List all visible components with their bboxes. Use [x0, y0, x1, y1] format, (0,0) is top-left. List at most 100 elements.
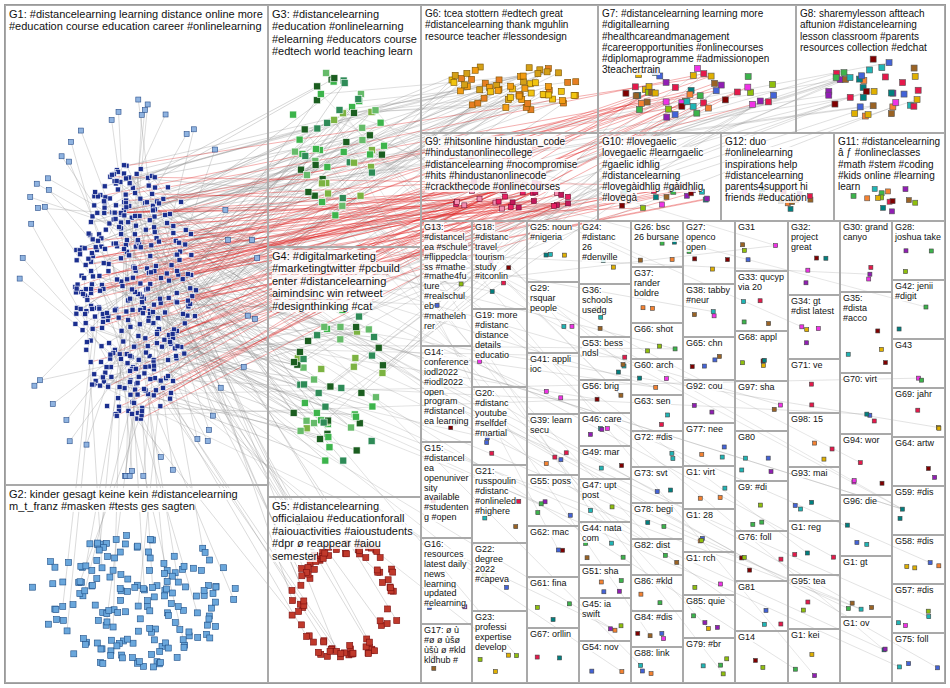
small-group-box: G36: schools usedg	[579, 284, 631, 337]
vertex-square	[122, 386, 127, 391]
small-group-box: G22: degree 2022 #capeva	[472, 543, 527, 611]
vertex-square	[143, 350, 148, 355]
vertex-square	[639, 592, 643, 596]
vertex-square	[865, 412, 869, 416]
vertex-edge	[140, 102, 647, 248]
vertex-square	[325, 434, 332, 441]
vertex-edge	[119, 112, 128, 290]
vertex-square	[767, 322, 771, 326]
group-label: G64: artw	[895, 438, 934, 448]
vertex-square	[90, 214, 95, 219]
vertex-square	[141, 474, 146, 479]
vertex-square	[181, 563, 187, 569]
group-label: G71: ve	[791, 360, 823, 370]
small-group-box: G63: sen	[631, 395, 683, 431]
vertex-square	[143, 364, 148, 369]
vertex-square	[319, 198, 326, 205]
vertex-square	[67, 439, 72, 444]
vertex-square	[147, 555, 153, 561]
vertex-square	[151, 664, 157, 670]
group-label: G26: bsc 26 bursane	[634, 222, 679, 242]
small-group-box: G1: rch	[683, 552, 735, 595]
vertex-square	[190, 565, 196, 571]
group-label: G14	[738, 632, 755, 642]
vertex-square	[297, 427, 304, 434]
vertex-square	[801, 608, 805, 612]
vertex-square	[145, 549, 151, 555]
vertex-square	[138, 196, 143, 201]
group-label: G1: #distancelearning learning distance …	[9, 8, 263, 32]
vertex-square	[897, 327, 901, 331]
vertex-square	[95, 194, 100, 199]
vertex-square	[381, 142, 388, 149]
group-label: G3: #distancelearning #education #online…	[272, 8, 417, 57]
vertex-square	[684, 99, 690, 105]
vertex-square	[84, 442, 89, 447]
vertex-square	[710, 410, 714, 414]
vertex-square	[719, 582, 723, 586]
vertex-square	[185, 298, 190, 303]
vertex-square	[636, 631, 640, 635]
vertex-square	[159, 276, 164, 281]
vertex-edge	[146, 353, 622, 672]
vertex-square	[774, 244, 778, 248]
vertex-square	[531, 199, 536, 204]
small-group-box: G39: learn secu	[527, 414, 579, 475]
vertex-square	[508, 205, 513, 210]
group-label: G14: conference iodl2022 #iodl2022 open …	[424, 347, 469, 426]
vertex-square	[95, 617, 101, 623]
vertex-square	[816, 327, 820, 331]
vertex-square	[832, 101, 838, 107]
group-label: G68: appl	[738, 332, 777, 342]
g2-cluster	[30, 533, 239, 670]
vertex-square	[595, 397, 599, 401]
group-label: G22: degree 2022 #capeva	[475, 544, 509, 584]
vertex-square	[562, 325, 566, 329]
vertex-square	[310, 639, 316, 645]
vertex-square	[666, 413, 670, 417]
group-label: G69: jahr	[895, 389, 932, 399]
small-group-box: G44: nata com	[579, 522, 631, 565]
group-label: G9: #hitsonline hindustan_code #hindusta…	[425, 136, 577, 192]
group-label: G1: 28	[686, 510, 713, 520]
vertex-square	[507, 94, 513, 100]
vertex-square	[154, 341, 159, 346]
vertex-square	[599, 466, 603, 470]
vertex-square	[331, 75, 338, 82]
vertex-square	[368, 169, 375, 176]
vertex-square	[359, 124, 366, 131]
vertex-square	[826, 92, 832, 98]
group-label: G43	[895, 340, 912, 350]
vertex-square	[174, 353, 179, 358]
vertex-edge	[63, 317, 95, 607]
vertex-square	[568, 513, 572, 517]
vertex-square	[89, 286, 94, 291]
vertex-square	[102, 210, 107, 215]
vertex-square	[210, 591, 216, 597]
small-group-box: G81	[735, 581, 788, 631]
vertex-square	[117, 352, 122, 357]
vertex-square	[889, 209, 894, 214]
small-group-box: G18: #distanc travel tourism study #itco…	[472, 221, 527, 309]
vertex-square	[124, 205, 129, 210]
vertex-square	[104, 310, 109, 315]
vertex-square	[703, 621, 707, 625]
vertex-square	[573, 79, 579, 85]
vertex-square	[897, 665, 901, 669]
vertex-square	[507, 266, 511, 270]
vertex-square	[180, 277, 185, 282]
vertex-square	[365, 650, 371, 656]
vertex-square	[100, 325, 105, 330]
vertex-square	[82, 588, 88, 594]
vertex-square	[477, 196, 482, 201]
vertex-square	[134, 171, 139, 176]
vertex-square	[107, 341, 112, 346]
vertex-square	[138, 281, 143, 286]
vertex-edge	[128, 222, 744, 557]
vertex-edge	[138, 134, 187, 220]
vertex-square	[810, 500, 814, 504]
vertex-square	[149, 243, 154, 248]
vertex-square	[138, 245, 143, 250]
vertex-square	[566, 201, 571, 206]
vertex-edge	[173, 233, 937, 668]
